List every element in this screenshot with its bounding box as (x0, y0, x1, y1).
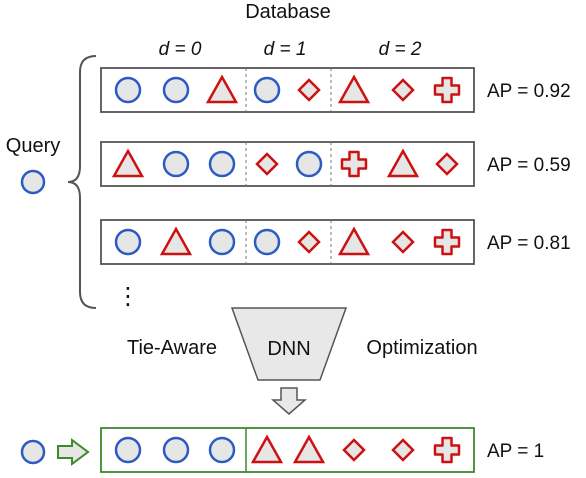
list-box (100, 219, 475, 265)
circle-icon (295, 150, 323, 178)
triangle-icon (386, 148, 420, 178)
curly-brace (67, 55, 97, 309)
result-row: AP = 1 (100, 427, 544, 473)
circle-icon (208, 436, 236, 464)
ranked-list-0: AP = 0.92 (100, 67, 571, 113)
circle-icon (114, 436, 142, 464)
diamond-icon (435, 152, 459, 176)
diamond-icon (391, 230, 415, 254)
query-label: Query (6, 135, 60, 157)
list-box (100, 141, 475, 187)
diamond-icon (391, 438, 415, 462)
distance-label-2: d = 2 (379, 39, 422, 60)
ellipsis: ⋮ (116, 283, 140, 310)
ranked-list-2: AP = 0.81 (100, 219, 571, 265)
distance-labels: d = 0 d = 1 d = 2 (159, 39, 422, 60)
triangle-icon (292, 434, 326, 464)
circle-icon (114, 76, 142, 104)
triangle-icon (111, 148, 145, 178)
circle-icon (162, 436, 190, 464)
circle-icon (208, 150, 236, 178)
cross-icon (433, 228, 461, 256)
diamond-icon (391, 78, 415, 102)
query-circle-icon (20, 169, 46, 195)
distance-label-1: d = 1 (264, 39, 307, 60)
diamond-icon (297, 78, 321, 102)
cross-icon (340, 150, 368, 178)
triangle-icon (250, 434, 284, 464)
right-arrow-icon (57, 438, 90, 466)
list-box (100, 67, 475, 113)
down-arrow-icon (271, 387, 307, 415)
ap-score: AP = 0.92 (487, 81, 571, 102)
diamond-icon (297, 230, 321, 254)
diamond-icon (342, 438, 366, 462)
cross-icon (433, 436, 461, 464)
triangle-icon (159, 226, 193, 256)
ranked-lists: AP = 0.92 AP = 0.59 AP = 0.81 (100, 67, 571, 265)
cross-icon (433, 76, 461, 104)
circle-icon (114, 228, 142, 256)
ap-score: AP = 0.81 (487, 233, 571, 254)
circle-icon (162, 150, 190, 178)
distance-label-0: d = 0 (159, 39, 202, 60)
triangle-icon (337, 226, 371, 256)
circle-icon (253, 228, 281, 256)
diamond-icon (255, 152, 279, 176)
result-query-circle-icon (20, 439, 46, 465)
circle-icon (162, 76, 190, 104)
dnn-label: DNN (267, 338, 310, 360)
ranked-list-1: AP = 0.59 (100, 141, 571, 187)
circle-icon (253, 76, 281, 104)
tie-aware-label: Tie-Aware (127, 337, 217, 359)
optimization-label: Optimization (366, 337, 477, 359)
triangle-icon (205, 74, 239, 104)
ap-score: AP = 0.59 (487, 155, 571, 176)
dnn-funnel (230, 307, 348, 381)
list-box (100, 427, 475, 473)
triangle-icon (337, 74, 371, 104)
circle-icon (208, 228, 236, 256)
title-database: Database (245, 1, 331, 23)
ap-score: AP = 1 (487, 441, 544, 462)
